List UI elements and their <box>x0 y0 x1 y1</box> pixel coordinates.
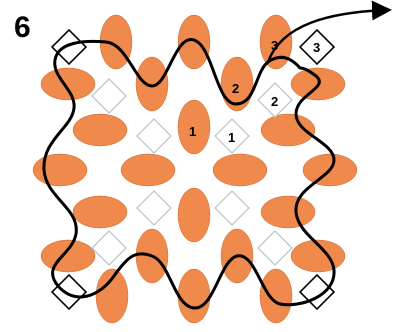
seed-bead <box>137 119 171 153</box>
seed-bead <box>92 231 126 265</box>
oval-bead <box>33 154 87 186</box>
seed-label-1: 1 <box>228 130 235 145</box>
oval-bead <box>41 68 95 100</box>
seed-bead <box>300 275 334 309</box>
oval-label-1: 1 <box>189 124 196 139</box>
seed-beads <box>52 30 334 309</box>
oval-label-2: 2 <box>232 81 239 96</box>
oval-bead <box>178 269 210 323</box>
seed-label-3: 3 <box>313 40 320 55</box>
oval-bead <box>178 188 210 242</box>
oval-bead <box>261 196 315 228</box>
step-number: 6 <box>14 11 31 44</box>
oval-beads <box>33 15 357 323</box>
seed-bead <box>215 191 249 225</box>
oval-bead <box>260 269 292 323</box>
oval-bead <box>73 196 127 228</box>
oval-bead <box>136 57 168 111</box>
seed-bead <box>52 30 86 64</box>
oval-bead <box>121 154 175 186</box>
seed-label-2: 2 <box>271 94 278 109</box>
seed-bead <box>258 231 292 265</box>
seed-bead <box>137 191 171 225</box>
oval-bead <box>73 114 127 146</box>
seed-bead <box>52 275 86 309</box>
oval-bead <box>41 240 95 272</box>
oval-bead <box>213 154 267 186</box>
seed-bead <box>92 79 126 113</box>
